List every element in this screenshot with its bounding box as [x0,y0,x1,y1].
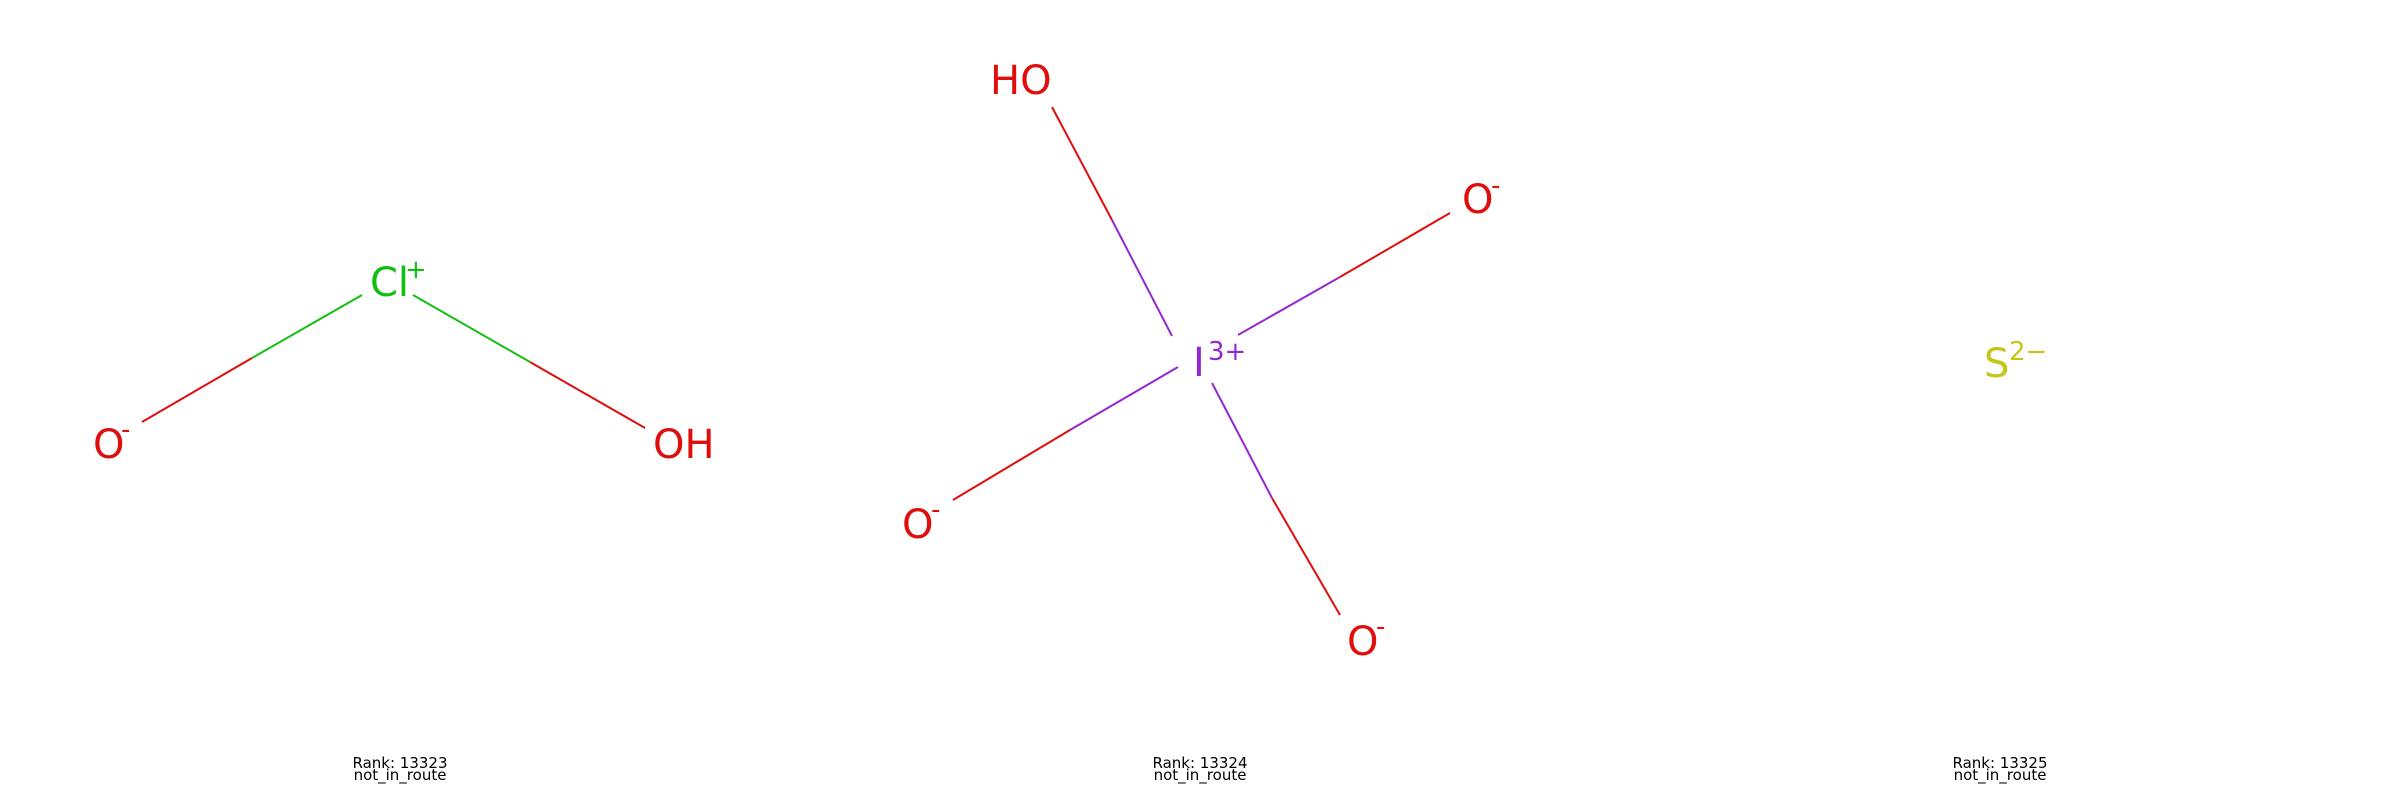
atom-hydroxyl: HO [990,58,1052,104]
molecule-panel-1: O - Cl + OH Rank: 13323 not_in_route [0,0,800,800]
bond-cl-oh [412,294,646,429]
route-status-label: not_in_route [353,766,447,784]
bond-ho-i [1051,106,1173,337]
charge-label: - [1491,171,1500,201]
molecule-panel-3: S 2− Rank: 13325 not_in_route [1600,0,2400,800]
route-status-label: not_in_route [1953,766,2047,784]
charge-label: - [121,415,130,445]
molecule-panel-2: HO I 3+ O - O - O - Rank: 13324 not_in_r… [800,0,1600,800]
atom-hydroxyl: OH [653,422,715,468]
atom-chlorine: Cl [370,260,409,306]
charge-label: 3+ [1208,337,1246,367]
molecule-structure-1: O - Cl + OH [93,255,715,468]
bond-o-cl [141,294,363,423]
atom-oxygen: O [1462,177,1493,223]
charge-label: + [405,255,427,285]
atom-iodine: I [1193,340,1205,386]
atom-sulfur: S [1984,341,2009,387]
molecule-structure-2: HO I 3+ O - O - O - [902,58,1500,665]
molecule-caption: Rank: 13324 not_in_route [800,754,1600,784]
charge-label: - [931,495,940,525]
atom-oxygen: O [902,502,933,548]
bond-i-o-right [1237,212,1451,336]
charge-label: - [1376,612,1385,642]
rank-label: Rank: 13324 [1152,754,1248,772]
route-status-label: not_in_route [1153,766,1247,784]
atom-oxygen: O [93,422,124,468]
molecule-structure-3: S 2− [1984,337,2047,387]
bond-i-o-bottom [1211,382,1341,616]
rank-label: Rank: 13323 [352,754,448,772]
bond-i-o-left [952,366,1179,501]
molecule-caption: Rank: 13325 not_in_route [1600,754,2400,784]
charge-label: 2− [2009,337,2047,367]
molecule-caption: Rank: 13323 not_in_route [0,754,800,784]
atom-oxygen: O [1347,619,1378,665]
rank-label: Rank: 13325 [1952,754,2048,772]
